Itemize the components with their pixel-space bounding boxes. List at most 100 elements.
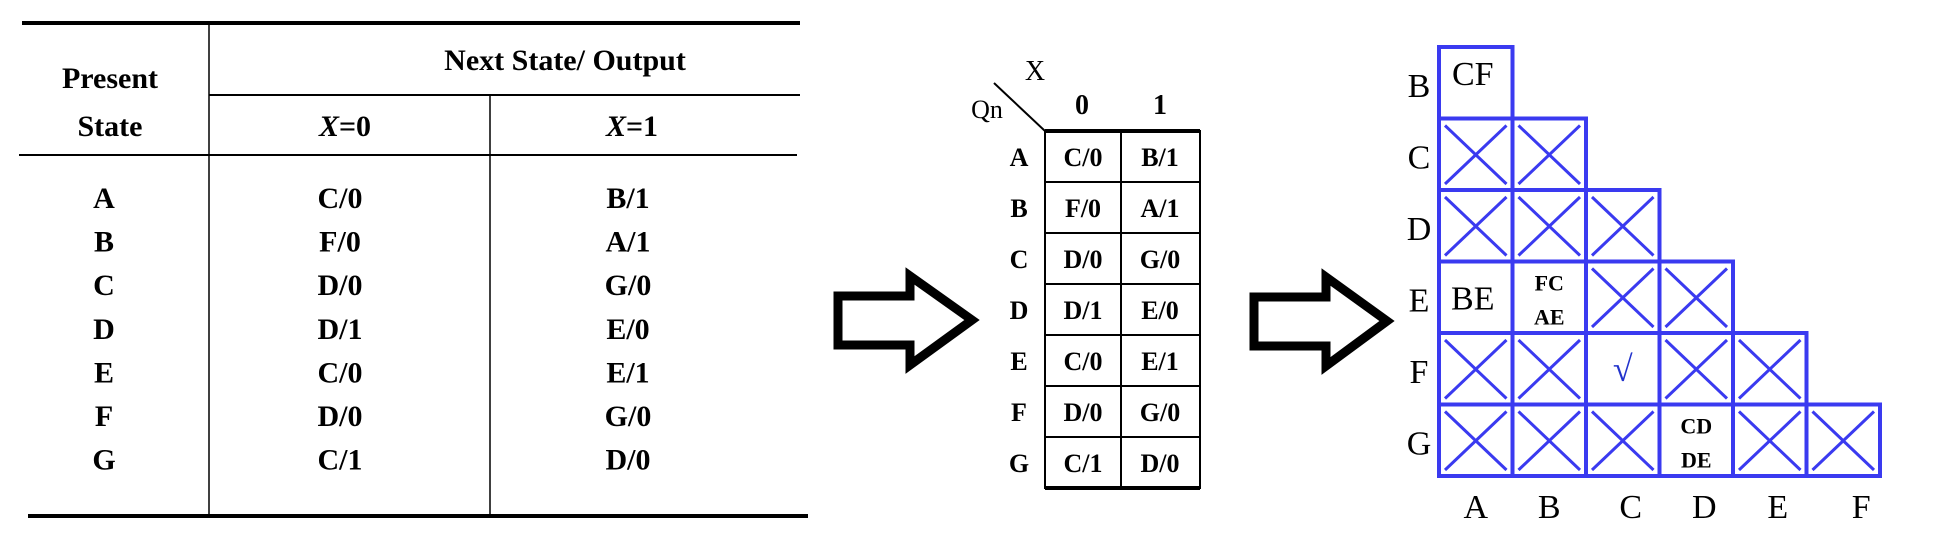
implied-pair: CF [1452,56,1494,93]
incompatible-cell [1510,188,1588,264]
incompatible-cell [1584,259,1662,335]
cell-x1: B/1 [1141,143,1179,172]
chart-cell: CD DE [1657,402,1735,478]
incompatible-cell [1804,402,1882,478]
cross-mark-icon [1443,195,1508,257]
incompatible-cell [1510,331,1588,407]
row-state: G [1009,449,1029,478]
cell-x0: C/0 [318,356,363,389]
input-value-1: 1 [1153,90,1167,121]
cell-x1: E/0 [606,313,649,346]
incompatible-cell [1731,331,1809,407]
row-state: C [1010,245,1029,274]
right-arrow-icon [1249,268,1395,375]
row-state: D [1010,296,1029,325]
col-label: F [1852,489,1871,526]
cell-state: C [93,269,115,302]
incompatible-cell [1510,402,1588,478]
cell-x0: C/0 [1064,143,1103,172]
cell-x0: C/1 [318,444,363,477]
cell-x1: G/0 [605,269,652,302]
cell-x0: D/0 [318,269,363,302]
cell-x0: D/1 [1064,296,1103,325]
table-row: E C/0 E/1 [1010,347,1178,376]
next-state-output-header: Next State/ Output [444,44,686,77]
cell-x1: G/0 [1140,245,1180,274]
present-state-header-line2: State [78,110,143,143]
cell-x0: D/0 [318,400,363,433]
cell-x1: D/0 [1141,449,1180,478]
cell-state: B [94,226,114,259]
incompatible-cell [1437,331,1515,407]
cell-state: E [94,356,114,389]
cross-mark-icon [1517,338,1582,400]
col-label: B [1538,489,1561,526]
incompatible-cell [1584,402,1662,478]
incompatible-cell [1584,188,1662,264]
cross-mark-icon [1443,338,1508,400]
cell-x0: D/0 [1064,245,1103,274]
cell-x1: D/0 [606,444,651,477]
row-state: E [1010,347,1027,376]
implied-pair: CD [1680,414,1712,439]
cross-mark-icon [1590,267,1655,329]
cell-x0: C/0 [318,182,363,215]
incompatible-cell [1437,116,1515,192]
cross-mark-icon [1737,338,1802,400]
cell-x0: C/1 [1064,449,1103,478]
cell-x0: F/0 [1065,194,1101,223]
table-row: A C/0 B/1 [1010,143,1179,172]
incompatible-cell [1657,259,1735,335]
incompatible-cell [1437,188,1515,264]
cross-mark-icon [1811,410,1876,472]
row-label: B [1408,68,1431,105]
cross-mark-icon [1443,124,1508,186]
cell-x1: A/1 [606,226,651,259]
table-row: C D/0 G/0 [1010,245,1181,274]
incompatible-cell [1510,116,1588,192]
row-state: A [1010,143,1029,172]
input-header-x1: X=1 [605,110,658,143]
chart-cell: √ [1584,331,1662,407]
cross-mark-icon [1664,267,1729,329]
table-row: G C/1 D/0 [1009,449,1180,478]
cross-mark-icon [1590,195,1655,257]
cross-mark-icon [1737,410,1802,472]
cell-x0: F/0 [319,226,361,259]
implied-pair: DE [1681,448,1712,473]
table-row: C D/0 G/0 [93,269,651,302]
implied-pair: AE [1534,305,1565,330]
input-label: X [1025,56,1045,87]
state-table: Present State Next State/ Output X=0 X=1… [19,21,808,518]
check-mark-icon: √ [1613,349,1633,389]
col-label: C [1619,489,1642,526]
row-state: F [1011,398,1027,427]
cell-x1: E/1 [1141,347,1179,376]
cell-state: A [93,182,115,215]
state-label: Qn [971,95,1003,124]
cross-mark-icon [1664,338,1729,400]
chart-cell: CF [1437,45,1515,121]
cross-mark-icon [1517,124,1582,186]
row-state: B [1010,194,1027,223]
cross-mark-icon [1517,195,1582,257]
present-state-header-line1: Present [62,62,158,95]
incompatible-cell [1731,402,1809,478]
col-label: E [1767,489,1788,526]
row-label: G [1407,426,1432,463]
cell-x0: C/0 [1064,347,1103,376]
input-value-0: 0 [1075,90,1089,121]
diagonal-header-line [993,82,1046,132]
cell-state: G [92,444,115,477]
cross-mark-icon [1517,410,1582,472]
